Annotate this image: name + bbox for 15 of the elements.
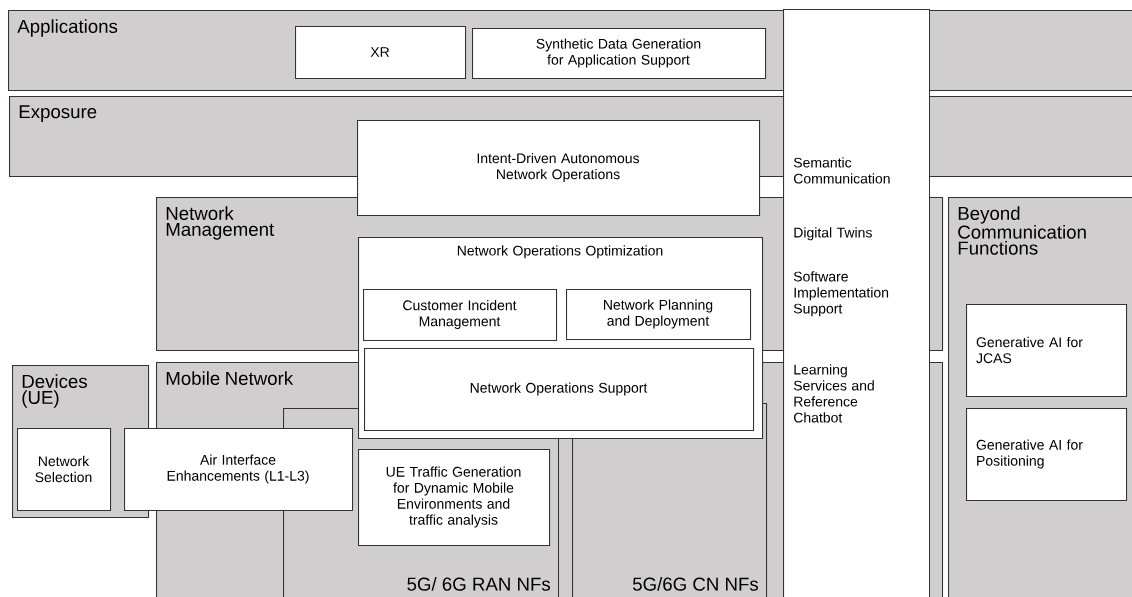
function-box: Generative AI for JCAS xyxy=(966,304,1128,398)
node-label: Digital Twins xyxy=(794,227,872,241)
node-label: Learning Services and Reference Chatbot xyxy=(793,364,874,423)
function-box: Generative AI for Positioning xyxy=(966,408,1128,502)
function-box: Network Planning and Deployment xyxy=(566,289,752,341)
function-box: Network Operations Support xyxy=(364,348,755,432)
node-label: Software Implementation Support xyxy=(793,271,889,317)
function-box: Intent-Driven Autonomous Network Operations xyxy=(357,120,761,217)
function-box: Air Interface Enhancements (L1-L3) xyxy=(124,428,354,512)
function-box: XR xyxy=(295,26,467,80)
function-box: Synthetic Data Generation for Application Support xyxy=(472,28,767,80)
function-box: Network Selection xyxy=(17,428,112,512)
function-box: Customer Incident Management xyxy=(363,289,558,342)
topic-column: Semantic Communication Digital Twins Software Implementation Support Learning Services and Reference Chatbot xyxy=(783,9,931,597)
function-box: UE Traffic Generation for Dynamic Mobile Environments and traffic analysis xyxy=(358,449,551,547)
